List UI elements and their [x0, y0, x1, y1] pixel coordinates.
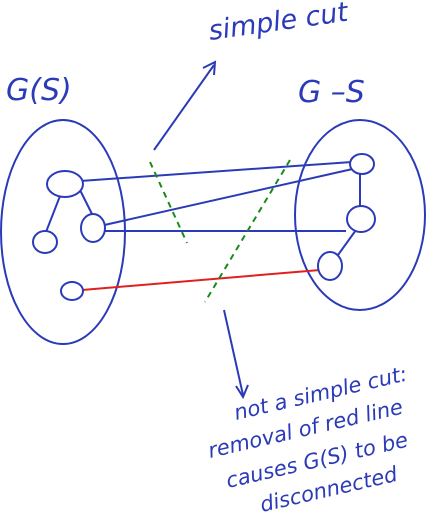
- node-right-1: [349, 153, 375, 175]
- simple-cut-arrow: [153, 64, 215, 151]
- right-set-label: G –S: [298, 75, 365, 110]
- node-left-d: [60, 281, 84, 301]
- node-right-3: [317, 251, 343, 281]
- edge-cross-1: [79, 161, 353, 182]
- simple-cut-line: [149, 161, 188, 244]
- left-set-label: G(S): [6, 73, 72, 108]
- node-left-a: [46, 170, 84, 198]
- edge-left-a-c: [45, 195, 61, 233]
- note-arrowhead: [235, 384, 249, 400]
- note-arrow: [223, 309, 244, 396]
- simple-cut-arrowhead: [202, 60, 217, 76]
- edge-right-2-3: [337, 229, 357, 256]
- non-simple-cut-line: [204, 159, 291, 303]
- node-left-c: [32, 230, 58, 254]
- edge-cross-red: [81, 269, 321, 291]
- edge-cross-2: [99, 167, 358, 227]
- node-left-b: [80, 213, 106, 243]
- node-right-2: [346, 205, 376, 233]
- simple-cut-label: simple cut: [207, 0, 352, 47]
- right-set-ellipse: [294, 119, 426, 311]
